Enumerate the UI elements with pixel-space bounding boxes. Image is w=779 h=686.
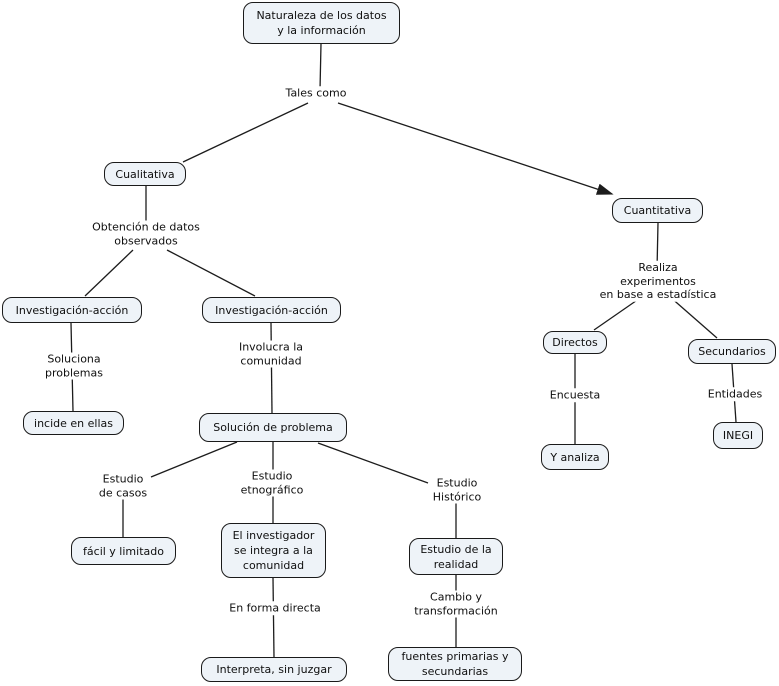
link-label-en-forma-directa: En forma directa — [227, 601, 323, 615]
node-fuentes-primarias: fuentes primarias y secundarias — [388, 647, 522, 681]
node-cuantitativa: Cuantitativa — [612, 198, 703, 223]
link-label-soluciona: Soluciona problemas — [43, 352, 105, 380]
node-estudio-de-la-realidad: Estudio de la realidad — [409, 538, 503, 575]
node-y-analiza: Y analiza — [541, 444, 609, 470]
node-cualitativa: Cualitativa — [104, 162, 186, 186]
edge-solucion-casos — [150, 441, 238, 478]
link-label-estudio-etnografico: Estudio etnográfico — [238, 469, 306, 497]
link-label-encuesta: Encuesta — [547, 388, 603, 402]
node-solucion-de-problema: Solución de problema — [199, 413, 347, 442]
link-label-estudio-casos: Estudio de casos — [96, 472, 150, 500]
edge-investigador-interpreta — [272, 577, 275, 658]
node-interpreta-sin-juzgar: Interpreta, sin juzgar — [201, 657, 347, 682]
edge-naturaleza-talescomo — [319, 43, 322, 91]
edge-realiza-secundarios — [668, 295, 718, 339]
edge-realiza-directos — [593, 295, 644, 331]
node-naturaleza: Naturaleza de los datos y la información — [243, 2, 400, 44]
link-label-entidades: Entidades — [705, 387, 765, 401]
edge-invaccion2-solucion — [270, 322, 273, 414]
edge-talescomo-cuantitativa — [337, 102, 614, 195]
edge-obtencion-invaccion2 — [166, 249, 256, 297]
node-inegi: INEGI — [713, 422, 763, 449]
node-facil-y-limitado: fácil y limitado — [71, 537, 176, 565]
link-label-estudio-historico: Estudio Histórico — [430, 476, 484, 504]
link-label-involucra: Involucra la comunidad — [236, 340, 306, 368]
node-directos: Directos — [543, 331, 607, 354]
edge-talescomo-cualitativa — [182, 102, 309, 163]
link-label-obtencion: Obtención de datos observados — [90, 220, 202, 248]
node-incide-en-ellas: incide en ellas — [23, 411, 124, 435]
edge-solucion-historico — [317, 442, 429, 484]
node-investigacion-accion-2: Investigación-acción — [202, 297, 341, 323]
node-secundarios: Secundarios — [688, 339, 776, 364]
edge-obtencion-invaccion1 — [84, 249, 134, 297]
link-label-cambio: Cambio y transformación — [412, 590, 500, 618]
link-label-tales-como: Tales como — [283, 86, 349, 100]
link-label-realiza: Realiza experimentos en base a estadísti… — [597, 260, 719, 302]
node-el-investigador: El investigador se integra a la comunida… — [221, 523, 326, 578]
node-investigacion-accion-1: Investigación-acción — [2, 297, 142, 323]
